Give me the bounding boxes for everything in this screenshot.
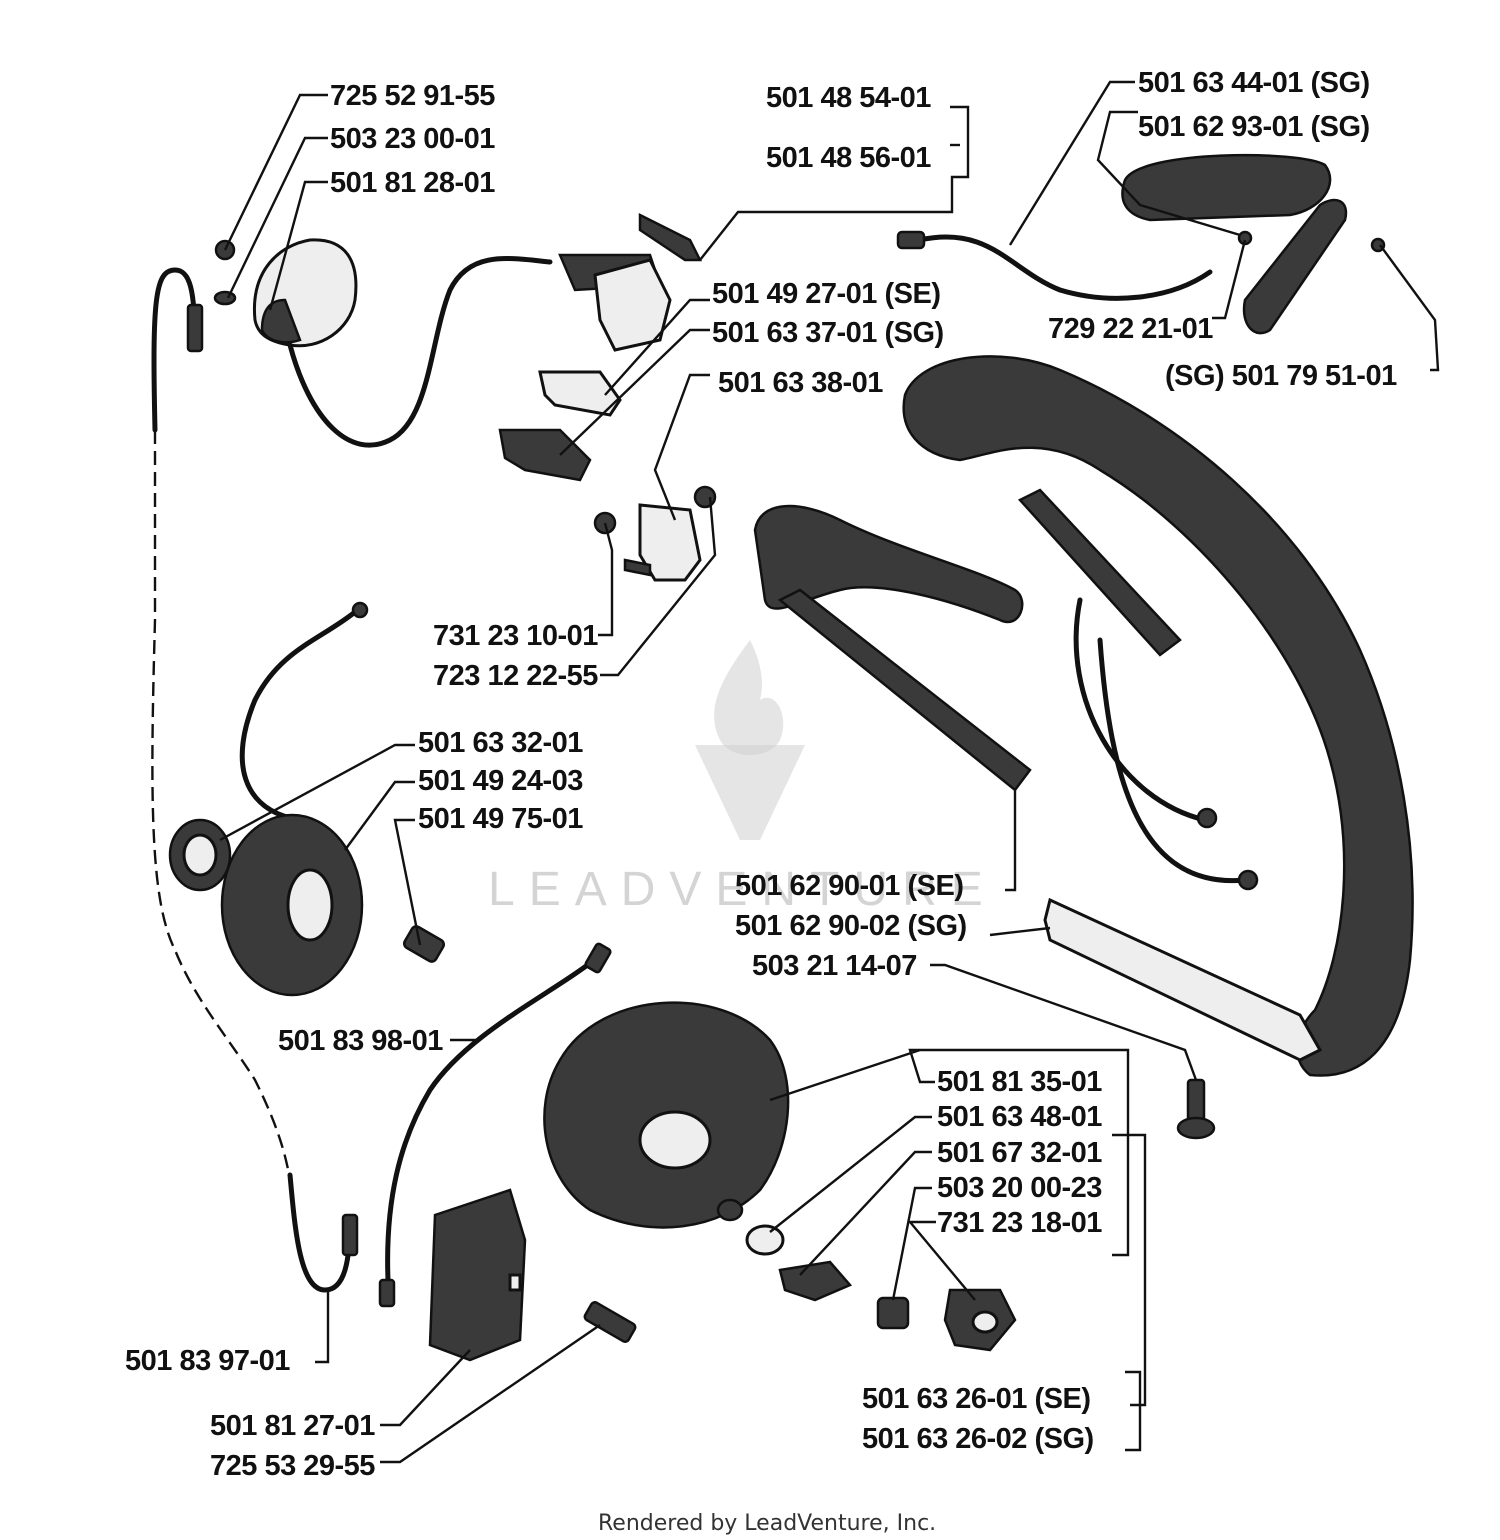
heating-cable-terminal: [896, 230, 926, 250]
short-cable: [385, 952, 603, 1283]
part-label-501-63-38-01: 501 63 38-01: [718, 367, 883, 399]
grip-wire-ring-b: [1237, 869, 1259, 891]
spark-plug-cable-lower: [287, 1172, 353, 1293]
part-label-501-63-32-01: 501 63 32-01: [418, 727, 583, 759]
part-label-501-63-48-01: 501 63 48-01: [937, 1101, 1102, 1133]
part-label-501-49-27-01-se: 501 49 27-01 (SE): [712, 278, 940, 310]
part-label-725-53-29-55: 725 53 29-55: [210, 1450, 375, 1482]
part-label-501-63-26-02-sg: 501 63 26-02 (SG): [862, 1423, 1094, 1455]
part-label-723-12-22-55: 723 12 22-55: [433, 660, 598, 692]
short-cable-terminal-top: [584, 942, 612, 974]
part-label-sg-501-79-51-01: (SG) 501 79 51-01: [1165, 360, 1397, 392]
footer-credit: Rendered by LeadVenture, Inc.: [598, 1511, 936, 1536]
leader-lines: [219, 80, 1440, 1464]
grip-wire-a: [1073, 597, 1208, 823]
short-cable-terminal-bottom: [378, 1278, 396, 1308]
part-label-501-63-44-01-sg: 501 63 44-01 (SG): [1138, 67, 1370, 99]
part-label-501-49-75-01: 501 49 75-01: [418, 803, 583, 835]
part-label-501-83-97-01: 501 83 97-01: [125, 1345, 290, 1377]
ignition-lead-wire: [287, 256, 553, 448]
grip-wire-b: [1097, 637, 1248, 884]
part-label-501-83-98-01: 501 83 98-01: [278, 1025, 443, 1057]
watermark-text: LEADVENTURE: [488, 863, 997, 916]
dashed-cable-path: [151, 430, 292, 1181]
part-label-501-62-90-02-sg: 501 62 90-02 (SG): [735, 910, 967, 942]
part-label-501-63-37-01-sg: 501 63 37-01 (SG): [712, 317, 944, 349]
part-label-501-67-32-01: 501 67 32-01: [937, 1137, 1102, 1169]
part-label-501-81-27-01: 501 81 27-01: [210, 1410, 375, 1442]
spark-plug-cable-upper: [151, 267, 198, 433]
part-label-501-63-26-01-se: 501 63 26-01 (SE): [862, 1383, 1090, 1415]
part-label-503-20-00-23: 503 20 00-23: [937, 1172, 1102, 1204]
part-label-501-48-56-01: 501 48 56-01: [766, 142, 931, 174]
part-label-501-48-54-01: 501 48 54-01: [766, 82, 931, 114]
heating-cable: [917, 234, 1213, 301]
grip-wire-ring-a: [1196, 807, 1218, 829]
cable-terminal-bottom: [341, 1213, 359, 1257]
part-label-501-62-93-01-sg: 501 62 93-01 (SG): [1138, 111, 1370, 143]
switch-bracket-parts: [498, 370, 622, 482]
part-label-501-49-24-03: 501 49 24-03: [418, 765, 583, 797]
part-label-501-81-35-01: 501 81 35-01: [937, 1066, 1102, 1098]
part-label-725-52-91-55: 725 52 91-55: [330, 80, 495, 112]
part-label-501-81-28-01: 501 81 28-01: [330, 167, 495, 199]
part-label-729-22-21-01: 729 22 21-01: [1048, 313, 1213, 345]
stop-switch-assembly: [558, 212, 703, 352]
cable-terminal-top: [186, 303, 204, 353]
handle-cover: [753, 488, 1182, 792]
part-label-503-23-00-01: 503 23 00-01: [330, 123, 495, 155]
handle-bolt: [1176, 1078, 1216, 1140]
part-label-503-21-14-07: 503 21 14-07: [752, 950, 917, 982]
part-label-731-23-10-01: 731 23 10-01: [433, 620, 598, 652]
ignition-module: [428, 1188, 637, 1362]
leadventure-watermark-logo: LEADVENTURE: [488, 640, 997, 916]
front-handle-bar: [902, 355, 1414, 1077]
part-label-501-62-90-01-se: 501 62 90-01 (SE): [735, 870, 963, 902]
generator-stator: [168, 601, 446, 997]
part-number-labels: 725 52 91-55 503 23 00-01 501 81 28-01 5…: [125, 67, 1398, 1482]
heated-grip-element: [1121, 153, 1386, 335]
part-label-731-23-18-01: 731 23 18-01: [937, 1207, 1102, 1239]
